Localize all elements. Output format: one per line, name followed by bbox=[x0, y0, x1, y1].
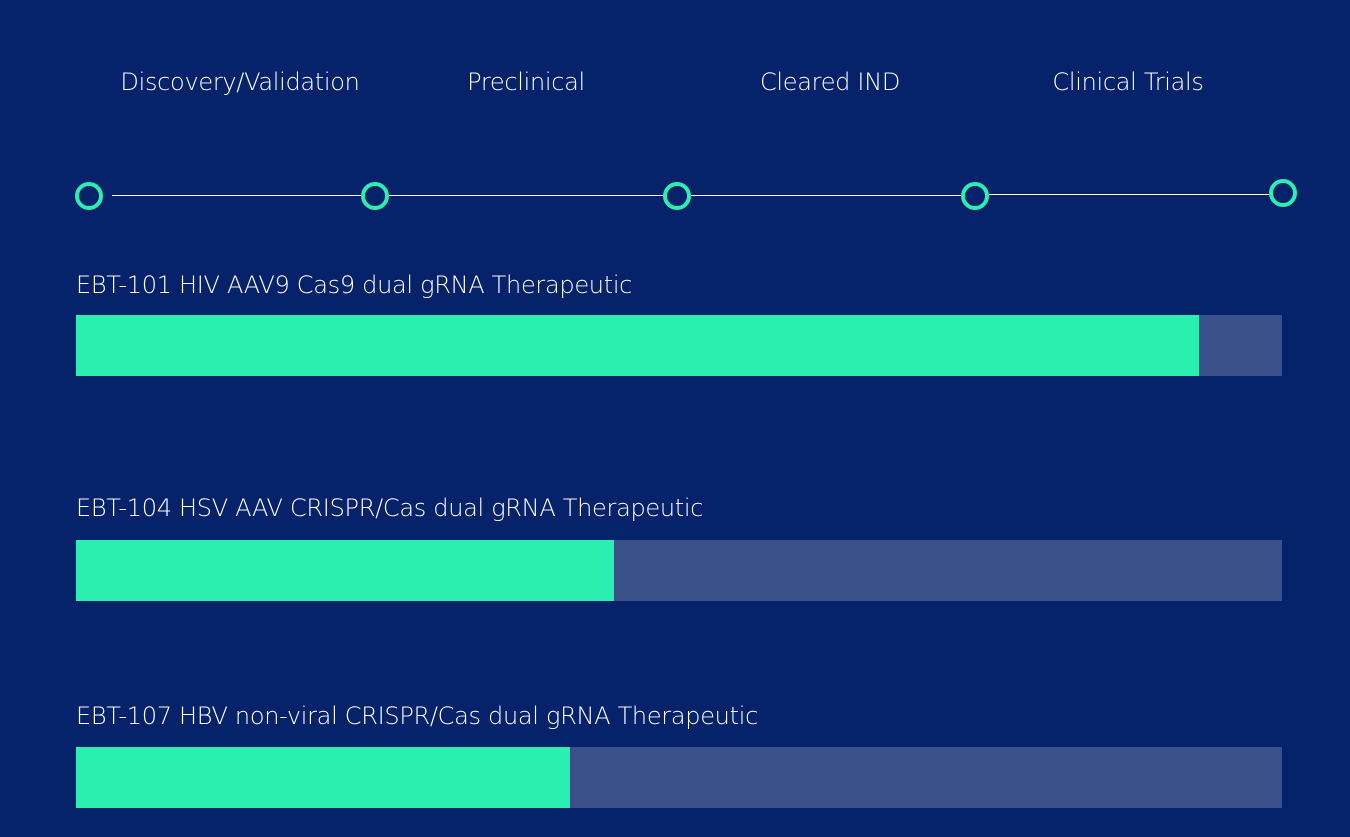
timeline-connector bbox=[989, 194, 1269, 195]
progress-fill bbox=[76, 747, 571, 808]
timeline-node-circle-icon bbox=[663, 182, 691, 210]
timeline-connector bbox=[389, 195, 664, 196]
stage-label-clinical-trials: Clinical Trials bbox=[1052, 68, 1204, 96]
progress-fill bbox=[76, 315, 1199, 376]
timeline-node-circle-icon bbox=[1269, 179, 1297, 207]
progress-track bbox=[76, 540, 1282, 601]
progress-track bbox=[76, 315, 1282, 376]
stage-label-cleared-ind: Cleared IND bbox=[759, 68, 901, 96]
program-label: EBT-104 HSV AAV CRISPR/Cas dual gRNA The… bbox=[76, 494, 704, 522]
program-label: EBT-101 HIV AAV9 Cas9 dual gRNA Therapeu… bbox=[76, 271, 633, 299]
progress-fill bbox=[76, 540, 614, 601]
timeline-connector bbox=[691, 195, 961, 196]
stage-label-discovery: Discovery/Validation bbox=[120, 68, 360, 96]
program-label: EBT-107 HBV non-viral CRISPR/Cas dual gR… bbox=[76, 702, 758, 730]
timeline-connector bbox=[112, 195, 362, 196]
stage-label-preclinical: Preclinical bbox=[467, 68, 585, 96]
timeline-node-circle-icon bbox=[961, 182, 989, 210]
timeline-node-circle-icon bbox=[361, 182, 389, 210]
progress-track bbox=[76, 747, 1282, 808]
timeline-node-circle-icon bbox=[75, 182, 103, 210]
